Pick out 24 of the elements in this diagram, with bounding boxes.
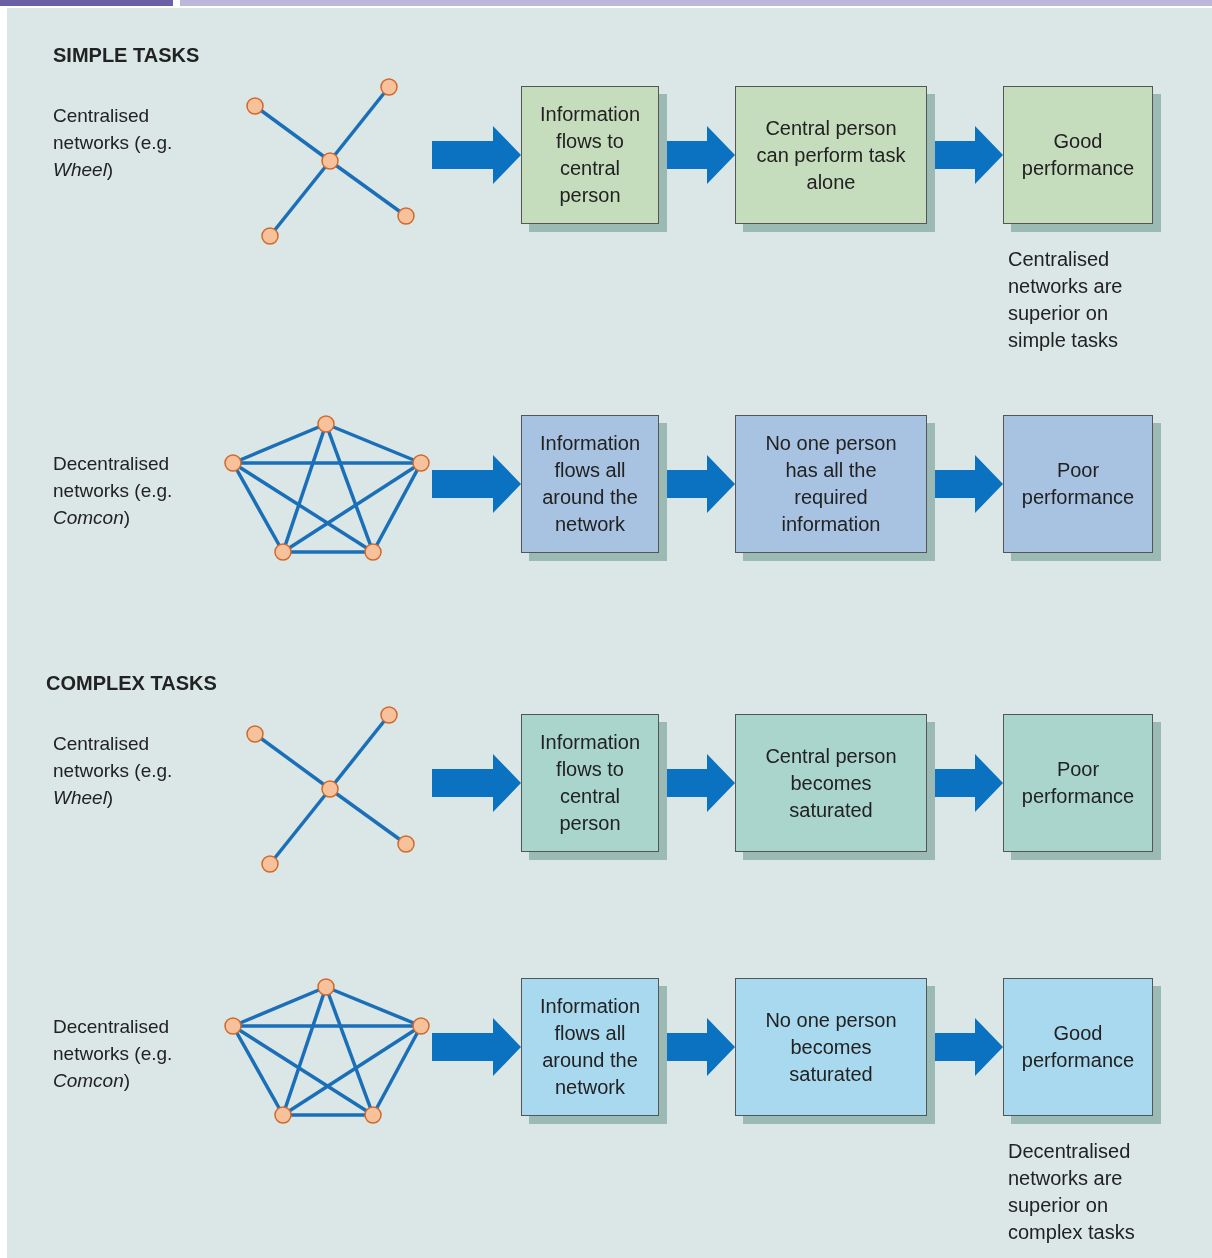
box-text: Information flows to central person (538, 102, 642, 208)
box-text: Central person becomes saturated (764, 743, 898, 823)
block-arrow (432, 455, 521, 513)
block-arrow (432, 1018, 521, 1076)
conclusion-note: Centralised networks are superior on simple tasks (1008, 247, 1124, 353)
box-text: Central person can perform task alone (755, 115, 907, 195)
block-arrow (432, 754, 521, 812)
box-text: Good performance (1020, 1021, 1136, 1073)
box-text: No one person becomes saturated (764, 1007, 898, 1087)
box-text: Information flows all around the network (538, 994, 642, 1100)
section-heading: COMPLEX TASKS (46, 672, 217, 695)
box-text: No one person has all the required information (764, 431, 898, 537)
network-caption: Centralised networks (e.g. Wheel) (53, 732, 174, 810)
network-caption: Decentralised networks (e.g. Comcon) (53, 1015, 174, 1093)
box-text: Good performance (1020, 129, 1136, 181)
section-heading: SIMPLE TASKS (53, 44, 200, 67)
box-text: Information flows all around the network (538, 431, 642, 537)
network-caption: Centralised networks (e.g. Wheel) (53, 104, 174, 182)
box-text: Poor performance (1020, 757, 1136, 809)
network-caption: Decentralised networks (e.g. Comcon) (53, 452, 174, 530)
box-text: Poor performance (1020, 458, 1136, 510)
conclusion-note: Decentralised networks are superior on complex tasks (1008, 1139, 1136, 1245)
block-arrow (432, 126, 521, 184)
box-text: Information flows to central person (538, 730, 642, 836)
